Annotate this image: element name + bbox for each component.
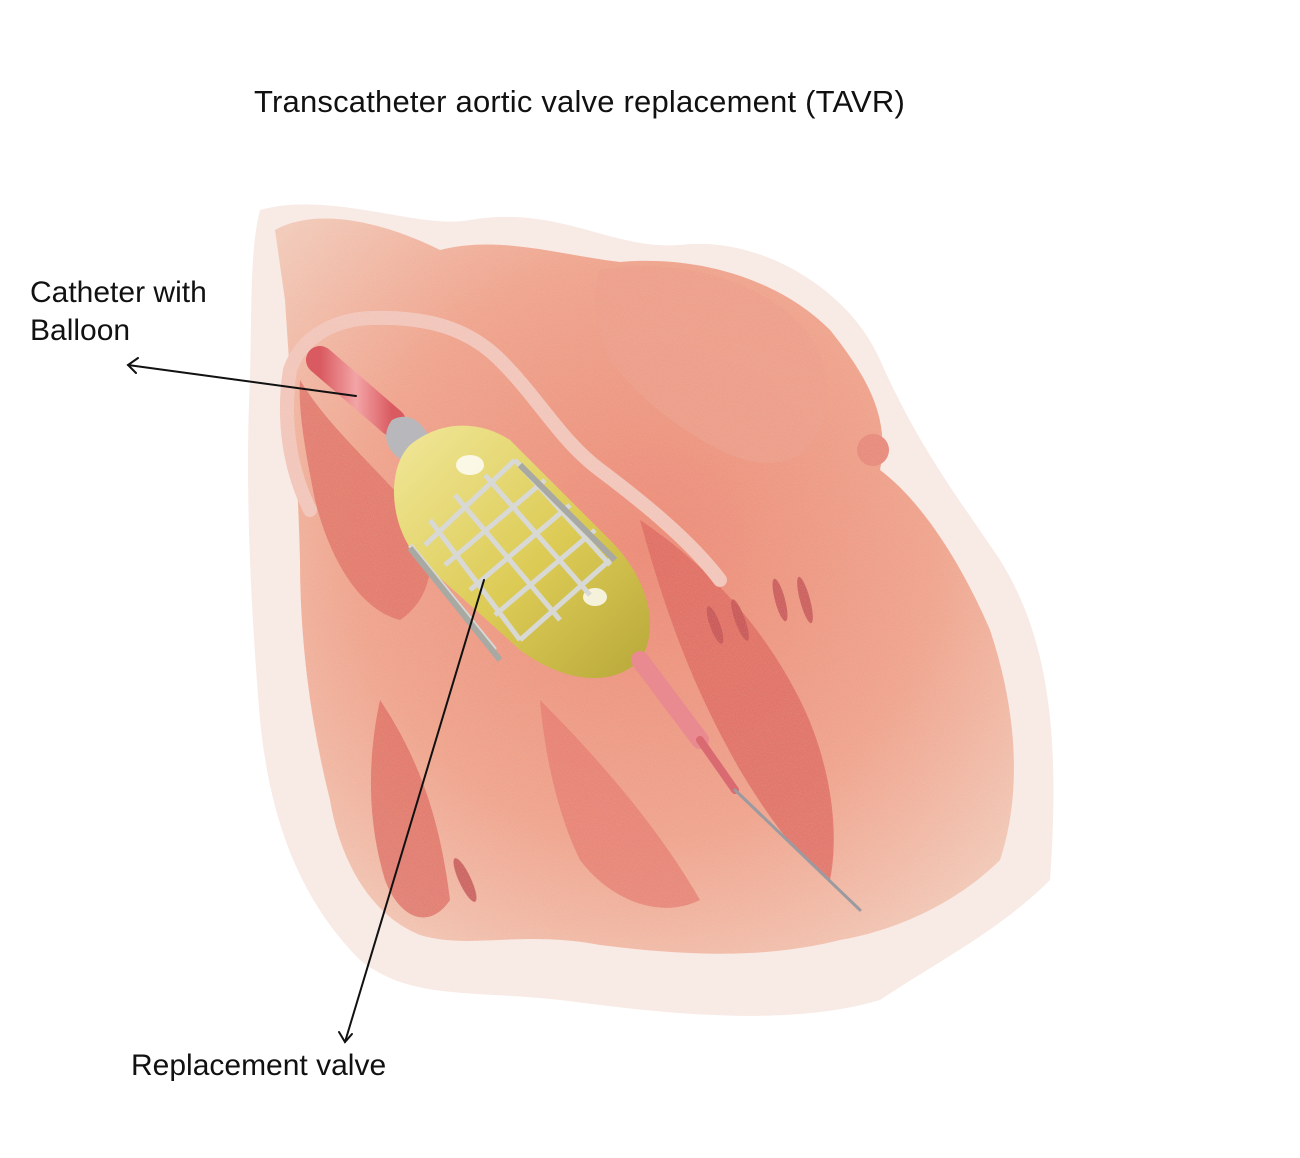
catheter-tip [631,651,862,912]
catheter-label-line2: Balloon [30,314,131,347]
replacement-valve-label: Replacement valve [131,1049,387,1082]
catheter-label: Catheter with Balloon [30,274,207,350]
heart-tissue [275,218,1014,954]
diagram-title: Transcatheter aortic valve replacement (… [254,84,906,119]
catheter-label-line1: Catheter with [30,276,207,309]
balloon [393,425,650,679]
